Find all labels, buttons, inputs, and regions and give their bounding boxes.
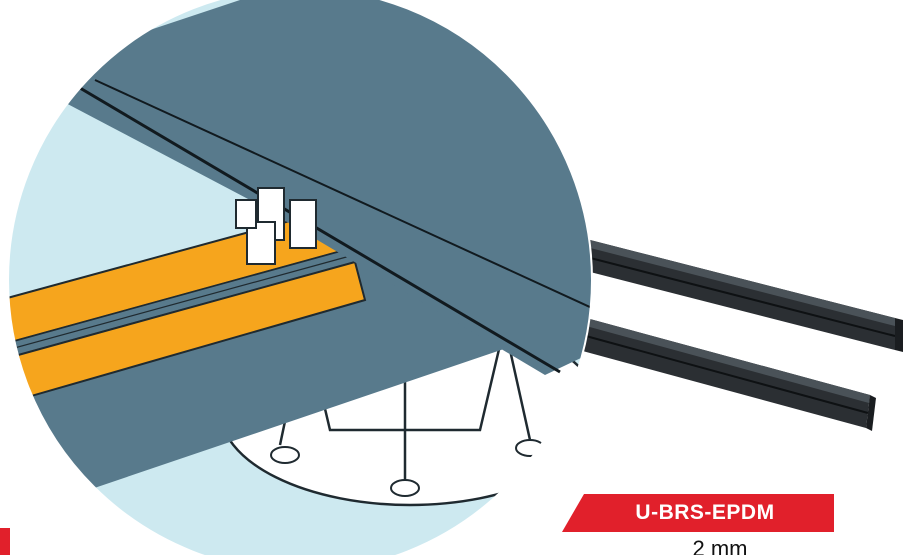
spacer-clips: [235, 187, 317, 265]
rubber-strips-group: [519, 222, 903, 431]
thickness-label: 2 mm: [692, 536, 748, 555]
product-code-label: U-BRS-EPDM: [635, 501, 775, 524]
corner-accent-mark: [0, 528, 10, 555]
product-code-badge: U-BRS-EPDM: [562, 494, 834, 532]
deck-board: [60, 0, 592, 375]
